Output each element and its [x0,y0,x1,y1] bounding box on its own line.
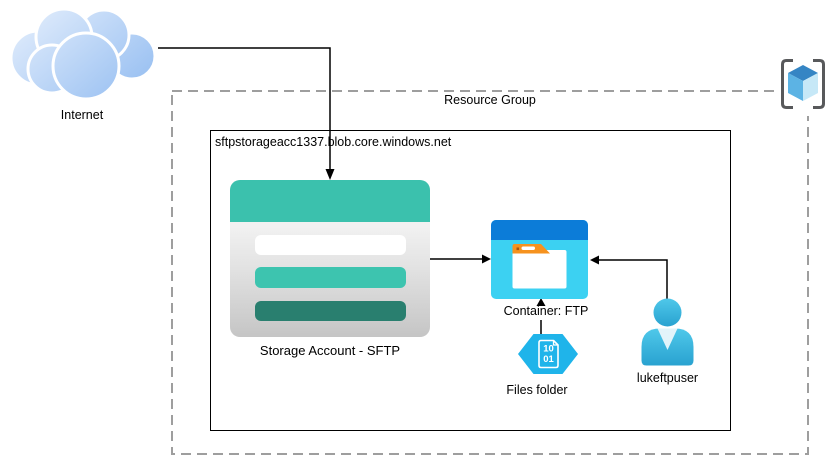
storage-account-icon [230,180,430,337]
right-bracket-icon [813,59,825,109]
internet-cloud-icon [4,6,160,105]
storage-dns-label: sftpstorageacc1337.blob.core.windows.net [215,135,452,149]
blob-container-icon [491,220,588,299]
storage-header-bar [230,180,430,222]
binary-file-hexagon-icon: 10 01 [518,334,578,374]
user-label: lukeftpuser [636,371,699,385]
container-label: Container: FTP [503,304,589,318]
internet-label: Internet [60,108,104,122]
folder-tab-dot [516,247,520,251]
cube-right-face [803,73,818,101]
left-bracket-icon [781,59,793,109]
container-header-bar [491,220,588,240]
resource-group-icon [778,58,828,116]
document-text-line2: 01 [543,354,554,365]
hexagon-shape [518,334,578,374]
storage-row-teal [255,267,406,288]
folder-body [512,250,567,289]
storage-row-dark-teal [255,301,406,321]
person-head [653,298,682,327]
cube-left-face [788,73,803,101]
storage-account-label: Storage Account - SFTP [259,343,401,358]
document-fold [552,340,558,346]
files-folder-label: Files folder [506,383,568,397]
user-icon [641,298,694,366]
storage-row-white [255,235,406,255]
resource-group-cube-icon [781,59,825,109]
person-vneck [657,328,678,350]
cloud-icon [9,7,157,101]
resource-group-label: Resource Group [444,93,536,107]
folder-tab-slot [521,246,535,250]
document-outline [538,339,559,369]
folder-icon [512,244,567,289]
document-text-line1: 10 [543,344,554,355]
